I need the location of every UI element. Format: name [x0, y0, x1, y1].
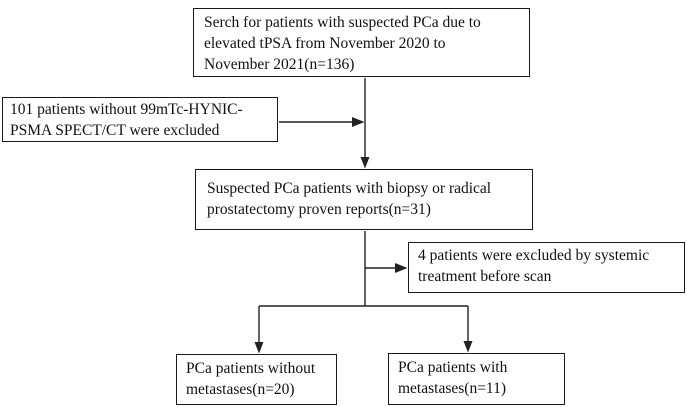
flow-node-without-metastases: PCa patients without metastases(n=20): [176, 354, 337, 405]
flow-node-suspected-proven: Suspected PCa patients with biopsy or ra…: [195, 169, 533, 230]
arrowhead-down-into-proven: [360, 157, 370, 169]
arrowhead-right-excluded-systemic: [395, 263, 408, 273]
arrowhead-down-with-mets: [463, 341, 473, 353]
flow-node-with-metastases: PCa patients with metastases(n=11): [388, 353, 565, 405]
arrowhead-down-without-mets: [254, 342, 264, 354]
flow-node-search-patients: Serch for patients with suspected PCa du…: [193, 8, 530, 77]
flow-node-excluded-no-spect: 101 patients without 99mTc-HYNIC- PSMA S…: [2, 97, 278, 142]
flow-node-excluded-systemic-treatment: 4 patients were excluded by systemic tre…: [408, 242, 685, 293]
arrowhead-right-excluded-spect: [352, 117, 365, 127]
